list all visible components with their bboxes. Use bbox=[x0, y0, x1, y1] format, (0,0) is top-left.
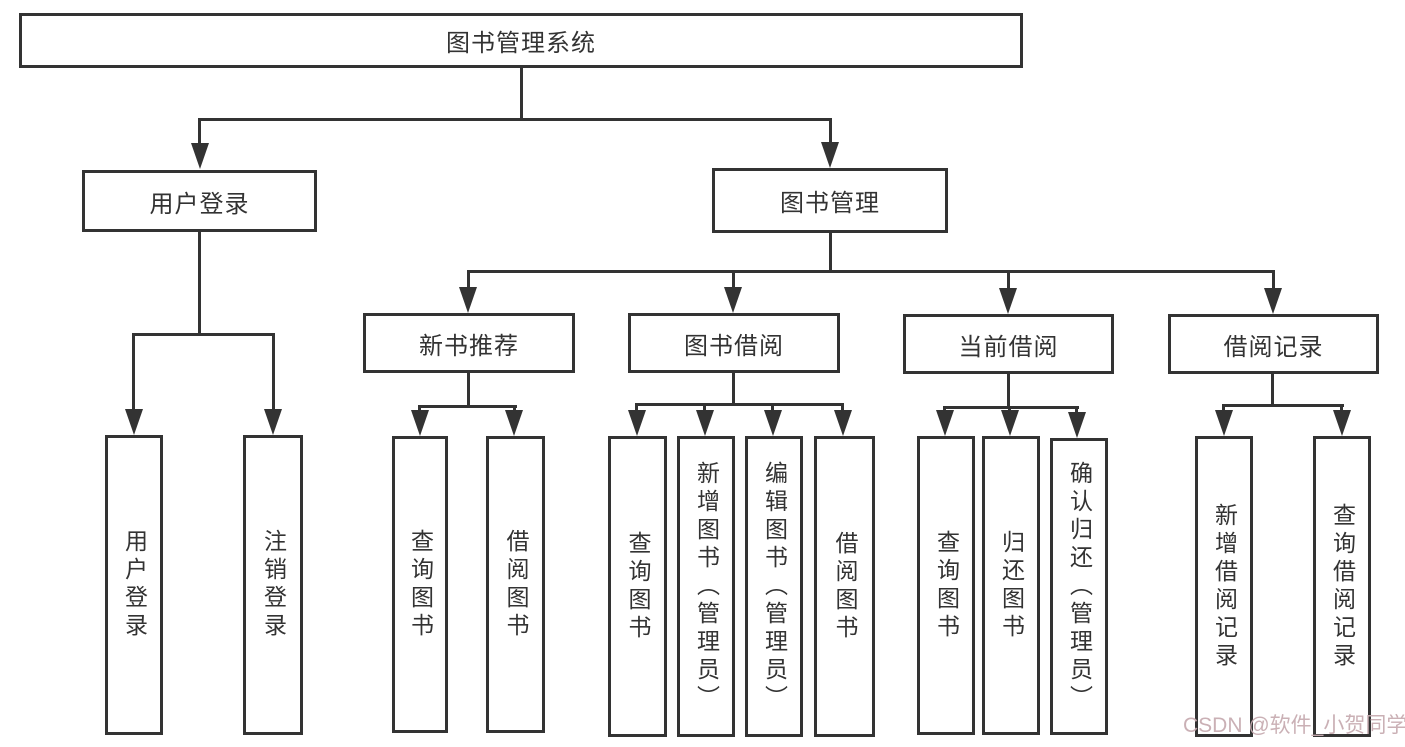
connector-book-mgmt-drop bbox=[829, 233, 832, 272]
leaf-records-add-borrow-record: 新增借阅记录 bbox=[1195, 436, 1253, 737]
node-book-management: 图书管理 bbox=[712, 168, 948, 233]
leaf-user-login: 用户登录 bbox=[105, 435, 163, 735]
leaf-current-confirm-return-admin: 确认归还（管理员） bbox=[1050, 438, 1108, 735]
connector-book-mgmt-stub bbox=[829, 118, 832, 144]
leaf-recommend-query-books: 查询图书 bbox=[392, 436, 448, 733]
node-new-book-recommendation: 新书推荐 bbox=[363, 313, 575, 373]
arrowhead-bor-edit-books bbox=[764, 410, 782, 436]
arrowhead-book-mgmt bbox=[821, 142, 839, 168]
arrowhead-bor-borrow-books bbox=[834, 410, 852, 436]
arrowhead-cur-return-books bbox=[1001, 410, 1019, 436]
connector-borrow-records-drop bbox=[1271, 374, 1274, 406]
connector-leaf-logout-stub bbox=[272, 333, 275, 411]
leaf-records-query-borrow-record: 查询借阅记录 bbox=[1313, 436, 1371, 737]
connector-user-login-stub bbox=[198, 118, 201, 145]
arrowhead-new-rec bbox=[459, 287, 477, 313]
connector-book-borrow-stub bbox=[732, 270, 735, 288]
leaf-borrowing-add-books-admin: 新增图书（管理员） bbox=[677, 436, 735, 737]
leaf-borrowing-borrow-books: 借阅图书 bbox=[814, 436, 875, 737]
connector-rec-query-record-stub bbox=[1340, 404, 1343, 412]
leaf-borrowing-query-books: 查询图书 bbox=[608, 436, 667, 737]
connector-rec-add-record-stub bbox=[1222, 404, 1225, 412]
arrowhead-bor-query-books bbox=[628, 410, 646, 436]
node-user-login: 用户登录 bbox=[82, 170, 317, 232]
connector-cur-return-stub bbox=[1008, 406, 1011, 412]
connector-borrow-records-stub bbox=[1272, 270, 1275, 289]
connector-current-borrow-horizontal bbox=[944, 406, 1079, 409]
connector-cur-confirm-stub bbox=[1075, 406, 1078, 412]
leaf-current-return-books: 归还图书 bbox=[982, 436, 1040, 735]
arrowhead-borrow-records bbox=[1264, 288, 1282, 314]
node-book-borrowing: 图书借阅 bbox=[628, 313, 840, 373]
arrowhead-cur-confirm-return bbox=[1068, 412, 1086, 438]
arrowhead-bor-add-books bbox=[696, 410, 714, 436]
arrowhead-current-borrow bbox=[999, 288, 1017, 314]
arrowhead-book-borrow bbox=[724, 287, 742, 313]
arrowhead-rec-query-books bbox=[411, 410, 429, 436]
connector-bor-add-stub bbox=[703, 403, 706, 412]
connector-bor-edit-stub bbox=[771, 403, 774, 412]
connector-new-rec-drop bbox=[467, 373, 470, 407]
arrowhead-rec-borrow-books bbox=[505, 410, 523, 436]
arrowhead-cur-query-books bbox=[936, 410, 954, 436]
connector-new-rec-horizontal bbox=[418, 405, 517, 408]
connector-bor-query-stub bbox=[635, 403, 638, 412]
connector-root-drop bbox=[520, 68, 523, 118]
connector-borrow-records-horizontal bbox=[1222, 404, 1344, 407]
node-borrowing-records: 借阅记录 bbox=[1168, 314, 1379, 374]
connector-bor-borrow-stub bbox=[841, 403, 844, 412]
arrowhead-query-borrow-record bbox=[1333, 410, 1351, 436]
connector-level2-horizontal bbox=[198, 118, 832, 121]
leaf-logout-login: 注销登录 bbox=[243, 435, 303, 735]
connector-book-borrow-horizontal bbox=[636, 403, 844, 406]
leaf-borrowing-edit-books-admin: 编辑图书（管理员） bbox=[745, 436, 803, 737]
connector-current-borrow-stub bbox=[1007, 270, 1010, 289]
node-current-borrowing: 当前借阅 bbox=[903, 314, 1114, 374]
connector-book-borrow-drop bbox=[732, 373, 735, 405]
csdn-watermark: CSDN @软件_小贺同学 bbox=[1183, 714, 1405, 737]
connector-user-login-drop bbox=[198, 232, 201, 335]
arrowhead-add-borrow-record bbox=[1215, 410, 1233, 436]
connector-login-horizontal bbox=[133, 333, 275, 336]
connector-cur-query-stub bbox=[943, 406, 946, 412]
arrowhead-leaf-user-login bbox=[125, 409, 143, 435]
connector-rec-borrow-stub bbox=[513, 405, 516, 412]
arrowhead-user-login bbox=[191, 143, 209, 169]
arrowhead-leaf-logout bbox=[264, 409, 282, 435]
leaf-recommend-borrow-books: 借阅图书 bbox=[486, 436, 545, 733]
connector-level3-horizontal bbox=[467, 270, 1275, 273]
connector-current-borrow-drop bbox=[1007, 374, 1010, 408]
leaf-current-query-books: 查询图书 bbox=[917, 436, 975, 735]
connector-leaf-login-stub bbox=[132, 333, 135, 411]
node-library-system: 图书管理系统 bbox=[19, 13, 1023, 68]
connector-new-rec-stub bbox=[467, 270, 470, 288]
connector-rec-query-stub bbox=[418, 405, 421, 412]
